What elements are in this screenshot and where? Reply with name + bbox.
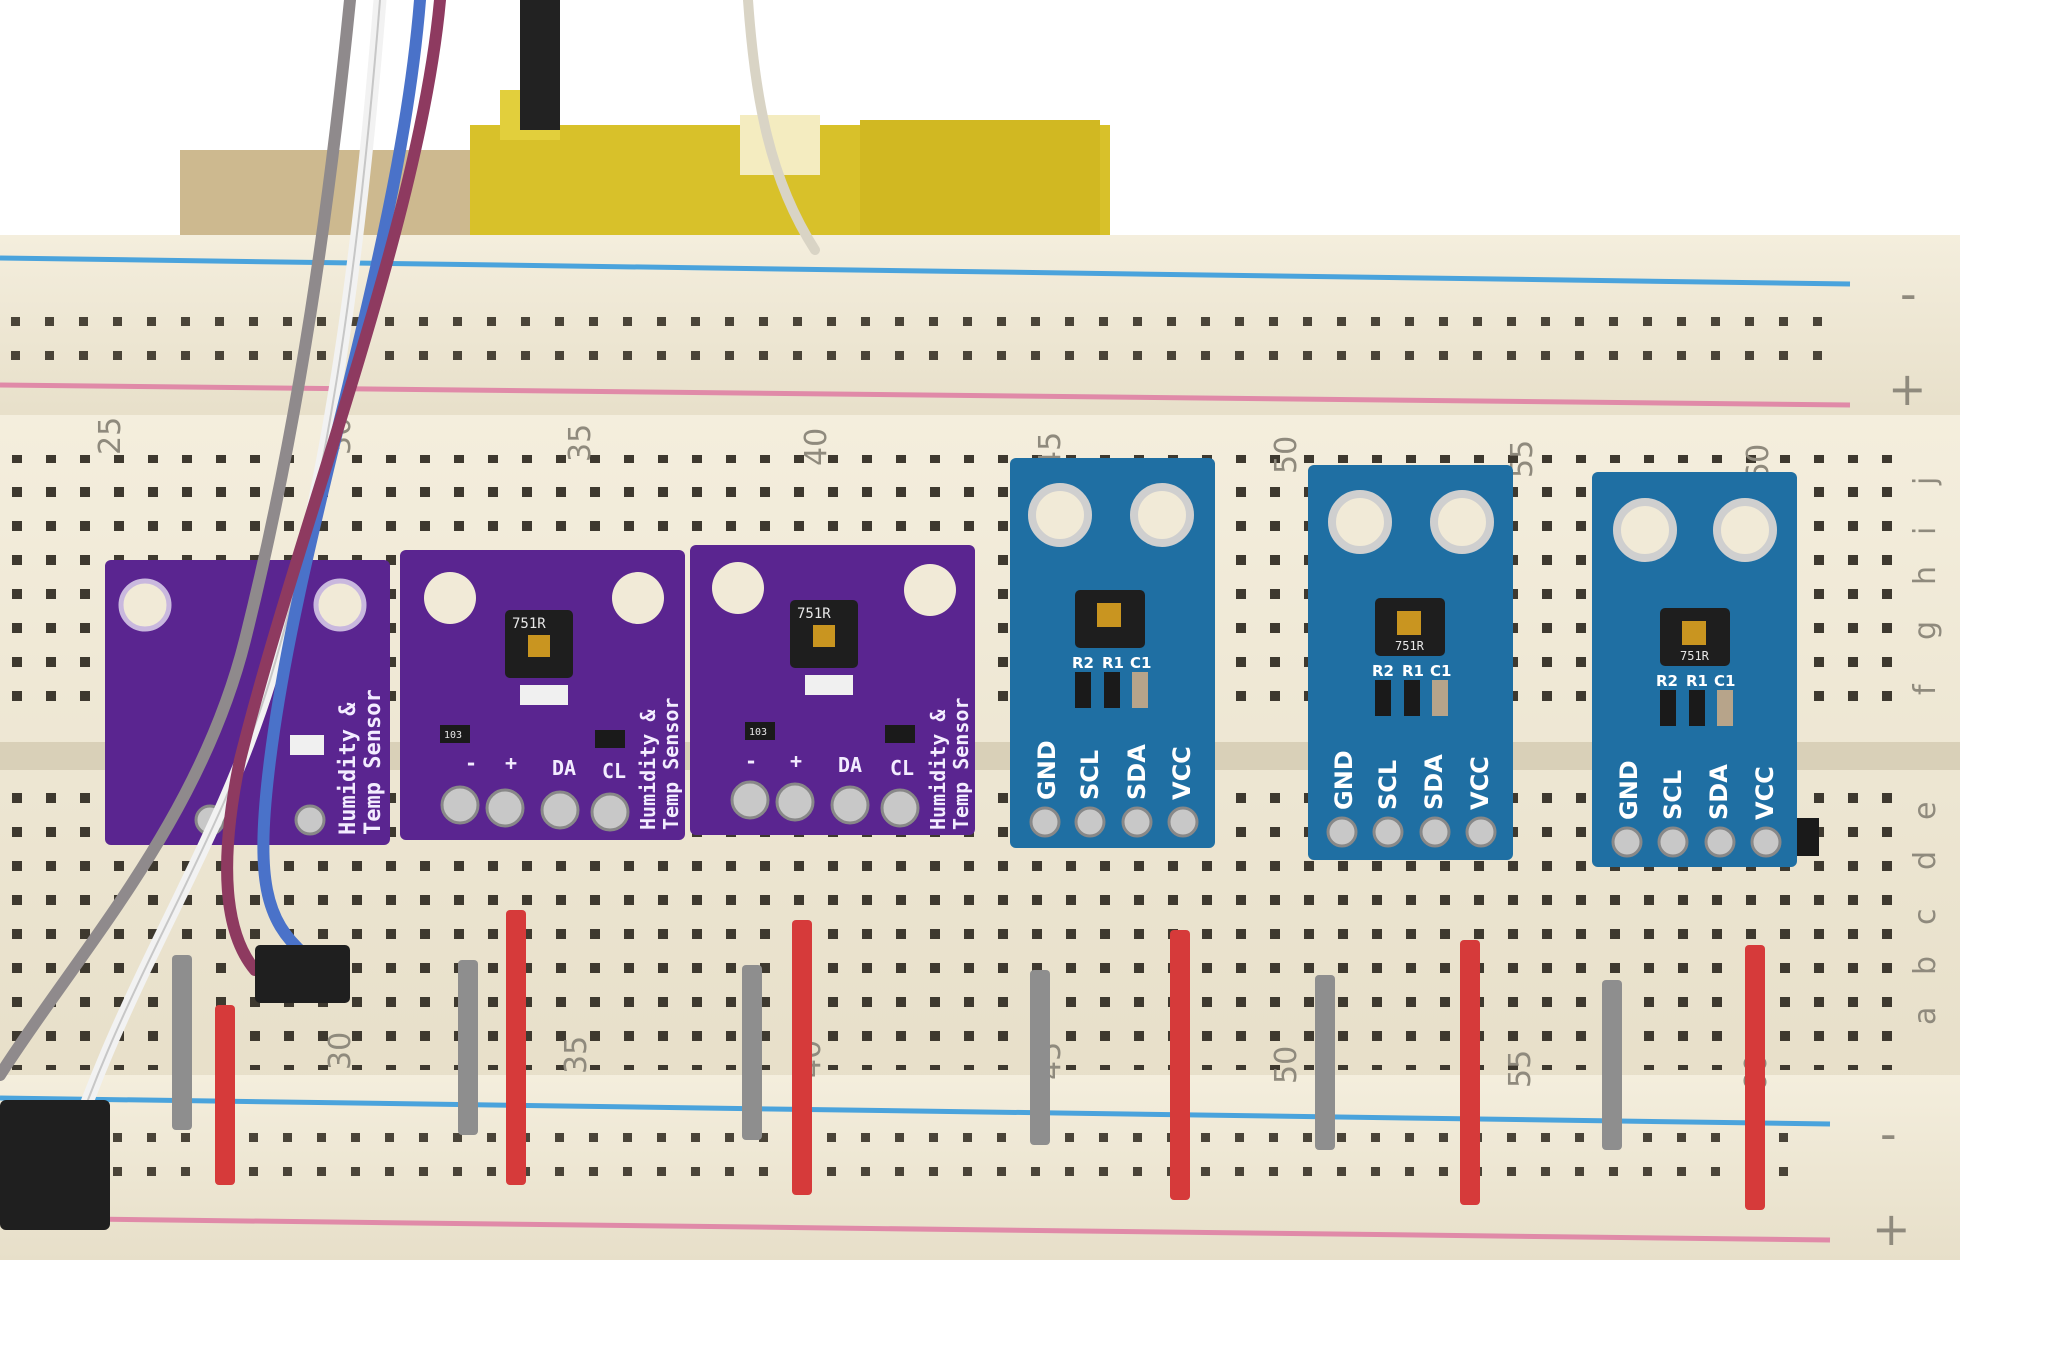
- red-jumper-wire: [1170, 930, 1190, 1200]
- row-letter: j: [1908, 477, 1943, 486]
- header-pin-stub: [1797, 818, 1819, 856]
- pin-label-plus: +: [505, 751, 517, 775]
- board-label: Temp Sensor: [361, 689, 386, 835]
- component-label: R2: [1372, 662, 1394, 680]
- blue-sensor-board: 751R R2 R1 C1 GND SCL SDA VCC: [1308, 465, 1513, 860]
- column-number: 50: [1269, 1046, 1304, 1084]
- pin-label-gnd: GND: [1033, 740, 1061, 800]
- column-number: 55: [1503, 1050, 1538, 1088]
- row-letters: j i h g f e d c b a: [1908, 477, 1943, 1025]
- row-letter: f: [1908, 683, 1943, 695]
- component-label: R2: [1072, 654, 1094, 672]
- pin-label-scl: SCL: [1659, 770, 1687, 820]
- jumper-wires: [172, 910, 1765, 1210]
- blue-sensor-board: R2 R1 C1 GND SCL SDA VCC: [1010, 458, 1215, 848]
- red-jumper-wire: [215, 1005, 235, 1185]
- pin-label-da: DA: [838, 753, 862, 777]
- rail-plus-label-bottom: +: [1872, 1202, 1911, 1256]
- column-number: 40: [799, 428, 834, 466]
- purple-sensor-board: 751R 103 - + DA CL Humidity & Temp Senso…: [400, 550, 685, 840]
- chip-code: 751R: [797, 606, 831, 622]
- ribbon-cable: [0, 0, 820, 1207]
- gray-jumper-wire: [742, 965, 762, 1140]
- resistor-code: 103: [749, 727, 767, 738]
- component-label: R1: [1402, 662, 1424, 680]
- row-letter: a: [1908, 1007, 1943, 1025]
- component-label: C1: [1430, 662, 1451, 680]
- pin-label-cl: CL: [890, 756, 914, 780]
- column-number: 50: [1269, 436, 1304, 474]
- component-label: C1: [1714, 672, 1735, 690]
- row-letter: h: [1908, 566, 1943, 585]
- red-jumper-wire: [1460, 940, 1480, 1205]
- row-letter: e: [1908, 802, 1943, 820]
- rail-minus-label-bottom: -: [1880, 1107, 1897, 1161]
- chip-code: 751R: [1395, 639, 1425, 653]
- pin-label-gnd: GND: [1330, 750, 1358, 810]
- red-jumper-wire: [506, 910, 526, 1185]
- gray-jumper-wire: [1602, 980, 1622, 1150]
- gray-jumper-wire: [458, 960, 478, 1135]
- chip-code: 751R: [512, 616, 546, 632]
- column-number: 30: [323, 1032, 358, 1070]
- red-jumper-wire: [1745, 945, 1765, 1210]
- row-letter: d: [1908, 851, 1943, 870]
- purple-sensor-board: 751R 103 - + DA CL Humidity & Temp Senso…: [690, 545, 975, 835]
- pin-label-scl: SCL: [1374, 760, 1402, 810]
- blue-sensor-board: 751R R2 R1 C1 GND SCL SDA VCC: [1592, 472, 1797, 867]
- pin-label-da: DA: [552, 756, 576, 780]
- board-label: Temp Sensor: [659, 698, 683, 830]
- row-letter: c: [1908, 909, 1943, 926]
- column-number: 25: [93, 417, 128, 455]
- column-number: 35: [559, 1036, 594, 1074]
- column-number: 35: [563, 424, 598, 462]
- pin-label-cl: CL: [602, 759, 626, 783]
- purple-sensor-board: Humidity & Temp Sensor: [105, 560, 390, 845]
- pin-label-vcc: VCC: [1751, 766, 1779, 820]
- pin-label-plus: +: [790, 749, 802, 773]
- component-label: R2: [1656, 672, 1678, 690]
- pin-label-minus: -: [465, 751, 477, 775]
- pin-label-vcc: VCC: [1168, 746, 1196, 800]
- gray-jumper-wire: [172, 955, 192, 1130]
- component-label: R1: [1686, 672, 1708, 690]
- component-label: R1: [1102, 654, 1124, 672]
- board-label: Humidity &: [636, 709, 660, 830]
- pin-label-sda: SDA: [1705, 764, 1733, 820]
- rail-plus-label: +: [1888, 362, 1927, 416]
- row-letter: g: [1908, 621, 1943, 640]
- red-jumper-wire: [792, 920, 812, 1195]
- pin-label-scl: SCL: [1076, 750, 1104, 800]
- gray-jumper-wire: [1315, 975, 1335, 1150]
- resistor-code: 103: [444, 730, 462, 741]
- dupont-connector: [255, 945, 350, 1003]
- gray-jumper-wire: [1030, 970, 1050, 1145]
- chip-code: 751R: [1680, 649, 1710, 663]
- pin-label-gnd: GND: [1615, 760, 1643, 820]
- row-letter: b: [1908, 956, 1943, 975]
- board-label: Humidity &: [926, 709, 950, 830]
- dupont-connector: [0, 1100, 110, 1230]
- pin-label-vcc: VCC: [1466, 756, 1494, 810]
- bottom-power-rail: - +: [0, 1075, 1960, 1260]
- component-label: C1: [1130, 654, 1151, 672]
- board-label: Temp Sensor: [949, 698, 973, 830]
- rail-minus-label: -: [1900, 267, 1917, 321]
- board-label: Humidity &: [336, 702, 361, 835]
- pin-label-sda: SDA: [1420, 754, 1448, 810]
- row-letter: i: [1908, 527, 1943, 535]
- pin-label-minus: -: [745, 749, 757, 773]
- pin-label-sda: SDA: [1123, 744, 1151, 800]
